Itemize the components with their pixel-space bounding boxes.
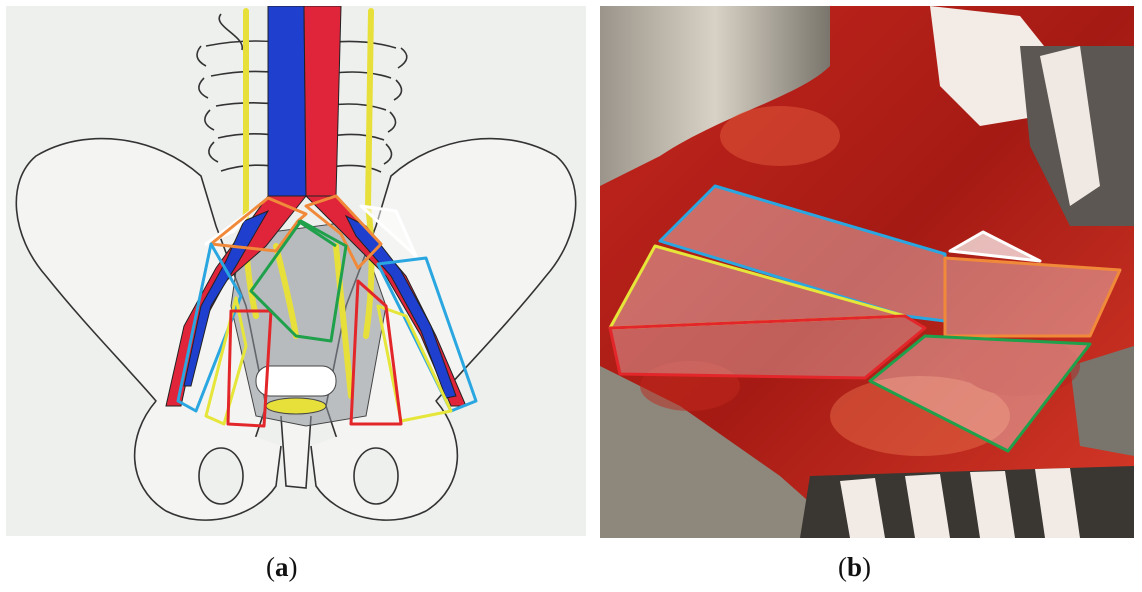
region-white	[948, 230, 1042, 263]
surgical-field-photo	[600, 6, 1134, 538]
region-red	[608, 314, 927, 380]
region-green	[868, 334, 1092, 453]
caption-panel-b: (b)	[838, 552, 872, 582]
intraoperative-photo-panel	[600, 6, 1134, 538]
region-outlines	[176, 194, 478, 428]
pelvis-illustration	[15, 6, 577, 521]
region-blue	[658, 184, 947, 323]
gauze-sponges	[800, 6, 1134, 538]
region-overlays	[608, 184, 1122, 453]
region-orange	[943, 256, 1122, 338]
anatomical-drawing-panel	[6, 6, 586, 536]
caption-panel-a: (a)	[266, 552, 298, 582]
retractors	[600, 6, 1134, 538]
